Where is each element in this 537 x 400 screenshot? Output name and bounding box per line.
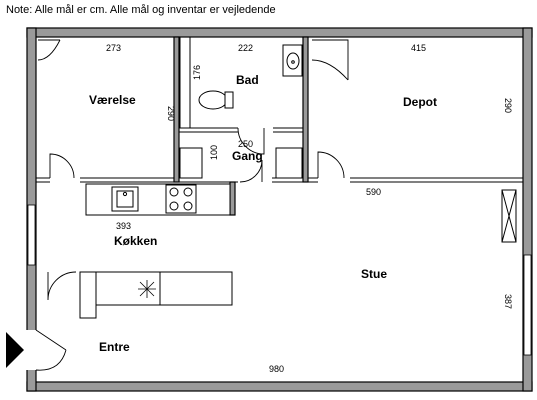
- kitchen-counter: [85, 183, 231, 216]
- dim-vaerelse-depth: 290: [166, 106, 176, 121]
- room-label-bad: Bad: [236, 73, 259, 87]
- entrance-arrow-icon: [6, 332, 24, 368]
- dim-gang-width: 250: [238, 139, 253, 149]
- bathroom-fixtures: [179, 37, 303, 128]
- dim-bad-width: 222: [238, 43, 253, 53]
- cabinets: [37, 39, 517, 243]
- outer-walls: [26, 27, 533, 392]
- room-label-depot: Depot: [403, 95, 437, 109]
- dim-depot-depth: 290: [503, 98, 513, 113]
- room-label-gang: Gang: [232, 149, 263, 163]
- dim-stue-width: 590: [366, 187, 381, 197]
- plan-note: Note: Alle mål er cm. Alle mål og invent…: [6, 4, 276, 16]
- dim-stue-depth: 387: [503, 294, 513, 309]
- kitchen-island: [79, 271, 233, 319]
- dim-depot-width: 415: [411, 43, 426, 53]
- inner-walls: [36, 36, 523, 216]
- room-label-entre: Entre: [99, 340, 130, 354]
- room-label-vaerelse: Værelse: [89, 93, 136, 107]
- room-label-koekken: Køkken: [114, 234, 157, 248]
- room-label-stue: Stue: [361, 267, 387, 281]
- dim-total-width: 980: [269, 364, 284, 374]
- dim-bad-depth: 176: [192, 65, 202, 80]
- appliance-icon: [138, 280, 156, 298]
- dim-vaerelse-width: 273: [106, 43, 121, 53]
- hob-icon: [165, 184, 197, 214]
- toilet-icon: [198, 90, 228, 110]
- dim-gang-depth: 100: [209, 145, 219, 160]
- doors: [35, 127, 345, 371]
- dim-koekken-width: 393: [116, 221, 131, 231]
